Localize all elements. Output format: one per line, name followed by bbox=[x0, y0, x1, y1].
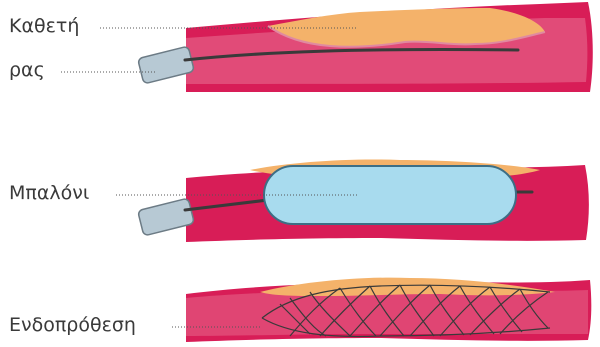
panel-balloon bbox=[116, 159, 589, 242]
label-balloon: Μπαλόνι bbox=[9, 182, 89, 204]
label-catheter-line2: ρας bbox=[9, 59, 45, 81]
panel-catheter bbox=[61, 2, 593, 92]
catheter-tube-2 bbox=[138, 198, 195, 236]
plaque-3 bbox=[260, 278, 555, 296]
label-catheter-line1: Καθετή bbox=[9, 15, 79, 37]
catheter-tube-1 bbox=[138, 46, 195, 84]
panel-stent bbox=[172, 278, 591, 342]
balloon-shape bbox=[264, 166, 516, 224]
label-stent: Ενδοπρόθεση bbox=[9, 314, 136, 336]
